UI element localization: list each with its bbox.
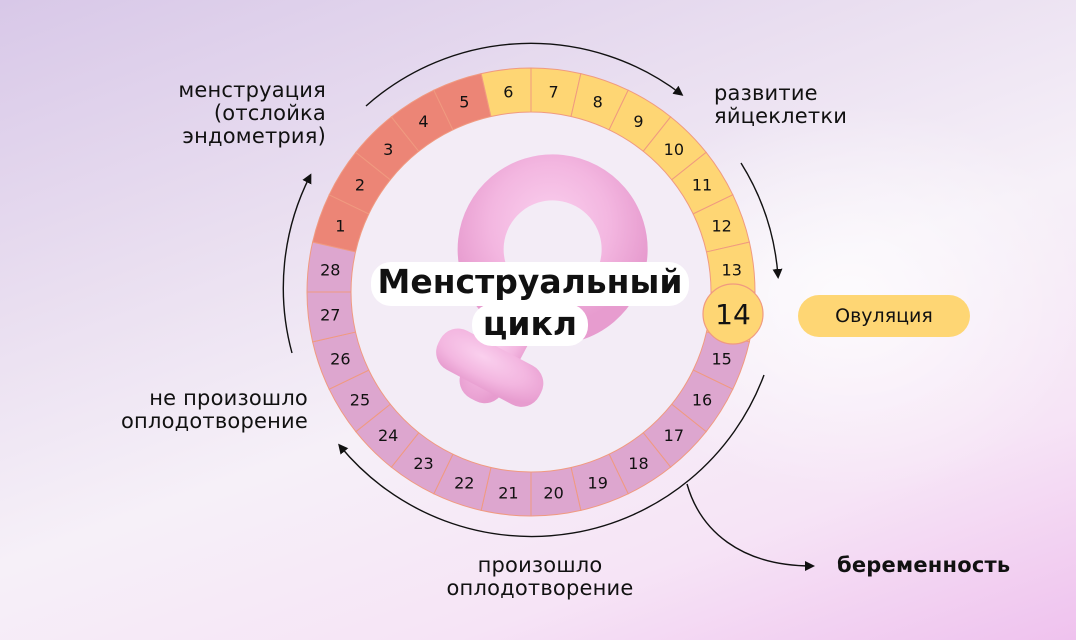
day-number: 17 bbox=[664, 426, 684, 445]
day-number: 27 bbox=[320, 306, 340, 325]
day-number: 20 bbox=[543, 484, 563, 503]
day-number: 3 bbox=[383, 140, 393, 159]
day-number: 28 bbox=[320, 260, 340, 279]
ovulation-day-number: 14 bbox=[715, 298, 751, 331]
day-number: 11 bbox=[692, 176, 712, 195]
ovulation-badge: Овуляция bbox=[798, 295, 970, 337]
title-line1: Менструальный bbox=[377, 262, 683, 301]
day-number: 12 bbox=[711, 216, 731, 235]
title-line1-pill: Менструальный bbox=[371, 262, 689, 306]
label-no-fertilization-line1: не произошло bbox=[149, 386, 308, 410]
label-egg-development-line1: развитие bbox=[714, 81, 818, 105]
label-menstruation: менструация (отслойка эндометрия) bbox=[120, 79, 326, 148]
label-menstruation-line2: (отслойка bbox=[213, 101, 326, 125]
day-number: 26 bbox=[330, 350, 350, 369]
day-number: 24 bbox=[378, 426, 398, 445]
day-number: 19 bbox=[588, 474, 608, 493]
day-number: 8 bbox=[593, 92, 603, 111]
label-menstruation-line3: эндометрия) bbox=[182, 124, 326, 148]
day-number: 4 bbox=[418, 112, 428, 131]
label-egg-development-line2: яйцеклетки bbox=[714, 104, 848, 128]
day-number: 6 bbox=[503, 82, 513, 101]
label-no-fertilization: не произошло оплодотворение bbox=[90, 387, 308, 433]
arrow-development-to-ovulation bbox=[740, 162, 783, 279]
day-number: 21 bbox=[498, 484, 518, 503]
day-number: 16 bbox=[692, 390, 712, 409]
title-line2-pill: цикл bbox=[472, 304, 588, 346]
arrow-luteal-to-no-fertilization bbox=[338, 374, 765, 538]
arrow-no-fertilization-to-menstruation bbox=[282, 173, 312, 354]
day-number: 9 bbox=[633, 112, 643, 131]
day-segment bbox=[306, 241, 357, 293]
ovulation-day-marker: 14 bbox=[702, 283, 764, 345]
label-menstruation-line1: менструация bbox=[178, 78, 326, 102]
day-number: 1 bbox=[335, 216, 345, 235]
label-fertilization: произошло оплодотворение bbox=[410, 554, 670, 600]
ovulation-label: Овуляция bbox=[835, 305, 933, 327]
label-pregnancy-text: беременность bbox=[837, 553, 1011, 577]
day-number: 2 bbox=[355, 176, 365, 195]
label-fertilization-line2: оплодотворение bbox=[446, 576, 634, 600]
day-number: 25 bbox=[350, 390, 370, 409]
label-pregnancy: беременность bbox=[837, 554, 1057, 577]
day-number: 5 bbox=[459, 92, 469, 111]
day-number: 13 bbox=[722, 260, 742, 279]
day-number: 18 bbox=[628, 454, 648, 473]
arrow-fertilization-to-pregnancy bbox=[686, 483, 815, 571]
label-fertilization-line1: произошло bbox=[477, 553, 603, 577]
arrow-menstruation-to-development bbox=[365, 42, 684, 107]
day-number: 15 bbox=[711, 350, 731, 369]
label-no-fertilization-line2: оплодотворение bbox=[120, 409, 308, 433]
day-number: 23 bbox=[413, 454, 433, 473]
label-egg-development: развитие яйцеклетки bbox=[714, 82, 914, 128]
day-number: 10 bbox=[664, 140, 684, 159]
day-number: 22 bbox=[454, 474, 474, 493]
day-number: 7 bbox=[549, 82, 559, 101]
title-line2: цикл bbox=[482, 304, 578, 343]
